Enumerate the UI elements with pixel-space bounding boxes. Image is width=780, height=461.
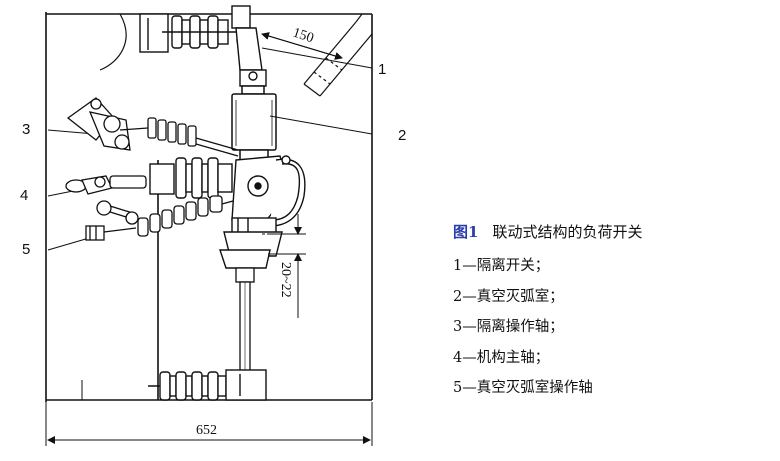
interrupter-operating-shaft: [85, 195, 245, 241]
open-blade-outline: [303, 13, 373, 97]
figure-title: 联动式结构的负荷开关: [492, 223, 643, 241]
central-mechanism: [219, 155, 306, 269]
dimension-gap: [268, 214, 306, 318]
bottom-insulator: [148, 369, 267, 401]
dimension-150-label: 150: [291, 26, 316, 47]
vacuum-interrupter: [231, 85, 277, 167]
isolating-operating-shaft: [66, 97, 239, 157]
dimension-gap-label: 20~22: [278, 262, 293, 298]
vertical-pull-rod: [235, 267, 255, 373]
figure-caption: 图1 联动式结构的负荷开关 1—隔离开关； 2—真空灭弧室； 3—隔离操作轴； 4…: [453, 219, 773, 404]
callout-5: 5: [22, 241, 30, 258]
figure-number: 图1: [453, 223, 479, 241]
callout-3: 3: [22, 121, 30, 138]
dimension-652: [45, 402, 373, 446]
callout-4: 4: [20, 187, 28, 204]
legend-item-interrupter-shaft: 5—真空灭弧室操作轴: [453, 380, 593, 396]
figure-title-row: 图1 联动式结构的负荷开关: [453, 219, 773, 245]
isolating-switch: [231, 5, 267, 87]
middle-insulator: [149, 157, 233, 199]
legend-item-isolating-switch: 1—隔离开关；: [453, 258, 550, 274]
cabinet-frame: [45, 12, 373, 402]
callout-2: 2: [398, 127, 406, 144]
dimension-652-label: 652: [196, 423, 217, 438]
legend-item-main-shaft: 4—机构主轴；: [453, 349, 550, 366]
callout-leaders: [47, 47, 373, 251]
top-insulator: [139, 13, 250, 53]
legend-list: 1—隔离开关； 2—真空灭弧室； 3—隔离操作轴； 4—机构主轴； 5—真空灭弧…: [453, 251, 773, 404]
mechanism-main-shaft: [65, 175, 147, 225]
legend-item-isolating-shaft: 3—隔离操作轴；: [453, 319, 564, 335]
cabinet-cutout-curve: [99, 13, 127, 71]
callout-1: 1: [378, 61, 386, 78]
legend-item-vacuum-interrupter: 2—真空灭弧室；: [453, 288, 564, 305]
